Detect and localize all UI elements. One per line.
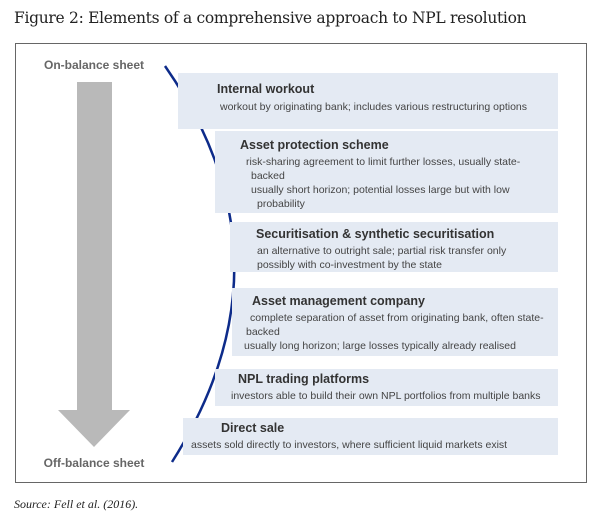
item-desc: backed xyxy=(246,326,280,338)
item-desc: usually long horizon; large losses typic… xyxy=(244,340,516,352)
figure-title: Figure 2: Elements of a comprehensive ap… xyxy=(14,9,527,27)
item-title: Direct sale xyxy=(221,421,285,435)
item-title: Internal workout xyxy=(217,82,315,96)
item-title: NPL trading platforms xyxy=(238,372,370,386)
on-balance-label: On-balance sheet xyxy=(43,58,145,72)
item-desc: assets sold directly to investors, where… xyxy=(191,439,508,451)
item-title: Asset management company xyxy=(252,294,425,308)
item-desc: an alternative to outright sale; partial… xyxy=(257,245,507,257)
item-desc: risk-sharing agreement to limit further … xyxy=(246,156,521,168)
item-amc: Asset management company complete separa… xyxy=(232,288,558,356)
item-securitisation: Securitisation & synthetic securitisatio… xyxy=(230,222,558,272)
off-balance-label: Off-balance sheet xyxy=(43,456,145,470)
item-desc: possibly with co-investment by the state xyxy=(257,259,443,271)
item-desc: workout by originating bank; includes va… xyxy=(220,101,527,113)
item-desc: investors able to build their own NPL po… xyxy=(231,390,541,402)
item-direct-sale: Direct sale assets sold directly to inve… xyxy=(183,418,558,455)
item-title: Asset protection scheme xyxy=(240,138,389,152)
item-npl-trading: NPL trading platforms investors able to … xyxy=(215,369,558,406)
source-note: Source: Fell et al. (2016). xyxy=(14,497,139,511)
item-title: Securitisation & synthetic securitisatio… xyxy=(256,227,495,241)
diagram-frame xyxy=(15,43,587,483)
item-asset-protection: Asset protection scheme risk-sharing agr… xyxy=(215,131,558,213)
item-desc: backed xyxy=(251,170,285,182)
down-arrow-icon xyxy=(58,82,130,447)
item-desc: probability xyxy=(257,198,305,210)
item-desc: complete separation of asset from origin… xyxy=(250,312,544,324)
item-internal-workout: Internal workout workout by originating … xyxy=(178,73,558,129)
item-desc: usually short horizon; potential losses … xyxy=(251,184,510,196)
